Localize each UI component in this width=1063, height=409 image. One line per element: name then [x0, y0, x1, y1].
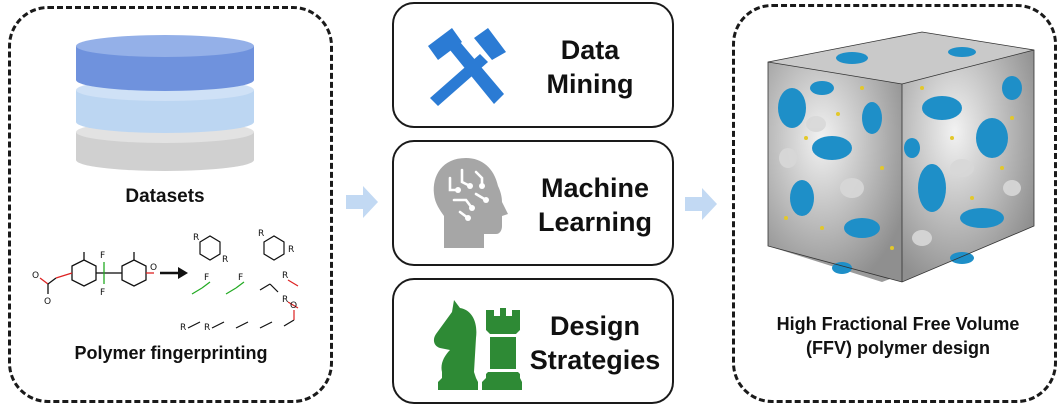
fluorine-label: F — [100, 251, 105, 261]
ffv-caption: High Fractional Free Volume (FFV) polyme… — [776, 314, 1020, 358]
brain-head-icon — [433, 158, 508, 248]
arrow-right-icon — [685, 188, 717, 220]
arrow-right-icon — [346, 186, 378, 218]
design-strategies-label: Design Strategies — [529, 311, 661, 375]
chess-pieces-icon — [433, 300, 522, 390]
r-group-label: R — [180, 323, 186, 333]
polymer-box-simulation-icon — [767, 31, 1035, 283]
oxygen-label: O — [150, 263, 157, 273]
fluorine-label: F — [238, 273, 243, 283]
polymer-structure-figure: O O F F O R R R R F F R R R R O — [32, 229, 299, 333]
oxygen-label: O — [44, 297, 51, 307]
r-group-label: R — [222, 255, 228, 265]
fingerprint-label: Polymer fingerprinting — [74, 343, 268, 363]
data-mining-label: Data Mining — [546, 35, 634, 99]
hammers-icon — [428, 28, 506, 106]
data-mining-box — [392, 2, 674, 128]
r-group-label: R — [258, 229, 264, 239]
fluorine-label: F — [100, 288, 105, 298]
r-group-label: R — [204, 323, 210, 333]
r-group-label: R — [288, 245, 294, 255]
oxygen-label: O — [32, 271, 39, 281]
database-icon — [76, 35, 254, 171]
fluorine-label: F — [204, 273, 209, 283]
r-group-label: R — [193, 233, 199, 243]
r-group-label: R — [282, 271, 288, 281]
machine-learning-label: Machine Learning — [537, 173, 652, 237]
datasets-label: Datasets — [125, 186, 205, 207]
oxygen-label: O — [290, 301, 297, 311]
left-panel — [8, 6, 333, 403]
right-panel — [732, 4, 1057, 403]
r-group-label: R — [282, 295, 288, 305]
